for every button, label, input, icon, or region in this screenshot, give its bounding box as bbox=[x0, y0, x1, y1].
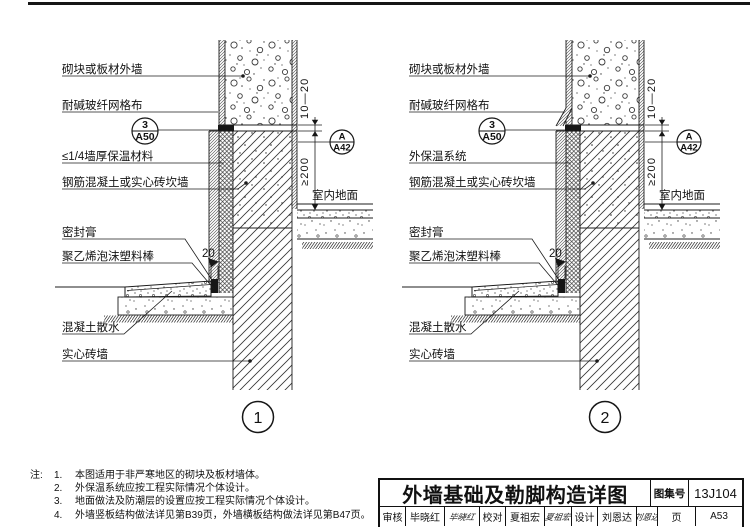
note-line: 3. 地面做法及防潮层的设置应按工程实际情况个体设计。 bbox=[30, 495, 371, 508]
ref-detail-top-page: A50 bbox=[482, 131, 501, 143]
detail-drawing-2: 砌块或板材外墙 耐碱玻纤网格布 外保温系统 钢筋混凝土或实心砖坎墙 密封膏 聚乙… bbox=[401, 39, 721, 434]
label-concrete-apron: 混凝土散水 bbox=[62, 320, 120, 334]
note-line: 2. 外保温系统应按工程实际情况个体设计。 bbox=[30, 482, 371, 495]
atlas-number-value: 13J104 bbox=[688, 480, 742, 506]
title-block: 外墙基础及勒脚构造详图 图集号 13J104 审核 毕晓红 毕晓红 校对 夏祖宏… bbox=[378, 478, 744, 527]
page-number: A53 bbox=[695, 507, 742, 526]
dim-gap: 10—20 bbox=[646, 78, 658, 119]
label-glassfiber-mesh: 耐碱玻纤网格布 bbox=[409, 98, 490, 112]
ref-detail-side-num: A bbox=[339, 132, 346, 143]
page-label: 页 bbox=[657, 507, 695, 526]
note-number: 2. bbox=[54, 483, 63, 495]
detail-number: 1 bbox=[254, 410, 263, 427]
dim-height: ≥200 bbox=[299, 157, 311, 186]
role-name: 毕晓红 bbox=[405, 507, 444, 526]
label-indoor-floor: 室内地面 bbox=[659, 188, 705, 202]
note-number: 3. bbox=[54, 496, 63, 508]
role-label: 审核 bbox=[382, 513, 403, 524]
role-label: 校对 bbox=[479, 507, 505, 526]
label-foam-rod: 聚乙烯泡沫塑料棒 bbox=[62, 249, 154, 263]
dim-height: ≥200 bbox=[646, 157, 658, 186]
sheet-title: 外墙基础及勒脚构造详图 bbox=[402, 484, 628, 507]
ref-detail-top-num: 3 bbox=[142, 119, 148, 131]
label-exterior-wall: 砌块或板材外墙 bbox=[62, 62, 143, 76]
detail-drawing-1: 砌块或板材外墙 耐碱玻纤网格布 ≤1/4墙厚保温材料 钢筋混凝土或实心砖坎墙 密… bbox=[54, 39, 374, 434]
dim-joint: 20 bbox=[549, 248, 562, 260]
ref-detail-side-page: A42 bbox=[680, 143, 697, 154]
label-insulation: ≤1/4墙厚保温材料 bbox=[62, 149, 154, 163]
page-top-rule bbox=[28, 2, 750, 5]
label-glassfiber-mesh: 耐碱玻纤网格布 bbox=[62, 98, 143, 112]
role-name: 刘恩达 bbox=[597, 507, 636, 526]
note-number: 1. bbox=[54, 470, 63, 481]
atlas-number-label: 图集号 bbox=[650, 480, 688, 506]
role-name: 夏祖宏 bbox=[505, 507, 544, 526]
label-kan-wall: 钢筋混凝土或实心砖坎墙 bbox=[62, 175, 189, 189]
role-signature: 毕晓红 bbox=[444, 507, 479, 526]
dim-gap: 10—20 bbox=[299, 78, 311, 119]
label-solid-brick-wall: 实心砖墙 bbox=[62, 347, 108, 361]
ref-detail-top-page: A50 bbox=[135, 131, 154, 143]
label-indoor-floor: 室内地面 bbox=[312, 188, 358, 202]
ref-detail-side-num: A bbox=[686, 132, 693, 143]
note-text: 外墙竖板结构做法详见第B39页，外墙横板结构做法详见第B47页。 bbox=[75, 509, 371, 521]
note-text: 地面做法及防潮层的设置应按工程实际情况个体设计。 bbox=[75, 496, 315, 508]
insulation-flare bbox=[555, 107, 573, 127]
role-signature: 夏祖宏 bbox=[544, 507, 571, 526]
role-label: 设计 bbox=[571, 507, 597, 526]
dim-joint: 20 bbox=[202, 248, 215, 260]
label-kan-wall: 钢筋混凝土或实心砖坎墙 bbox=[409, 175, 536, 189]
role-signature: 刘恩达 bbox=[636, 507, 657, 526]
label-exterior-wall: 砌块或板材外墙 bbox=[409, 62, 490, 76]
note-text: 外保温系统应按工程实际情况个体设计。 bbox=[75, 483, 255, 495]
note-line: 4. 外墙竖板结构做法详见第B39页，外墙横板结构做法详见第B47页。 bbox=[30, 509, 371, 522]
notes-prefix: 注: bbox=[30, 470, 43, 481]
label-concrete-apron: 混凝土散水 bbox=[409, 320, 467, 334]
label-sealant: 密封膏 bbox=[409, 225, 444, 239]
label-solid-brick-wall: 实心砖墙 bbox=[409, 347, 455, 361]
label-sealant: 密封膏 bbox=[62, 225, 97, 239]
detail-number: 2 bbox=[601, 410, 610, 427]
notes: 注: 1. 本图适用于非严寒地区的砌块及板材墙体。 2. 外保温系统应按工程实际… bbox=[30, 469, 371, 522]
note-line: 注: 1. 本图适用于非严寒地区的砌块及板材墙体。 bbox=[30, 469, 371, 482]
label-insulation: 外保温系统 bbox=[409, 149, 467, 163]
label-foam-rod: 聚乙烯泡沫塑料棒 bbox=[409, 249, 501, 263]
note-text: 本图适用于非严寒地区的砌块及板材墙体。 bbox=[75, 470, 265, 481]
ref-detail-side-page: A42 bbox=[333, 143, 350, 154]
ref-detail-top-num: 3 bbox=[489, 119, 495, 131]
note-number: 4. bbox=[54, 509, 63, 521]
